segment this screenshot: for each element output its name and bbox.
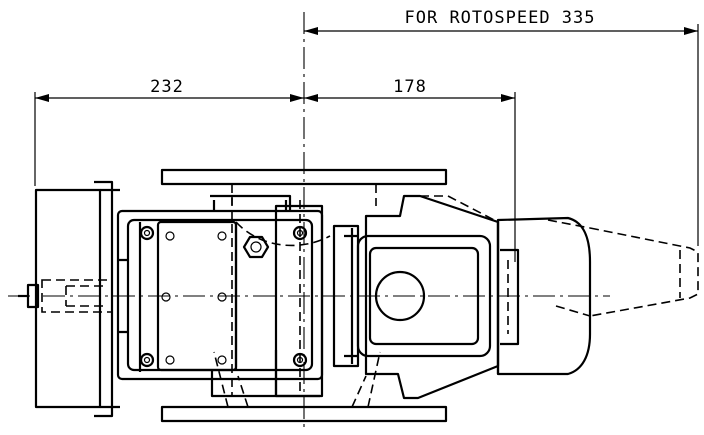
dimension-right: 178 xyxy=(304,77,516,262)
dimension-overall-label: FOR ROTOSPEED 335 xyxy=(405,8,596,28)
top-flange xyxy=(160,168,448,186)
shaft-icon xyxy=(18,279,113,313)
rotospeed-extension xyxy=(547,219,699,317)
drive-motor xyxy=(496,216,592,376)
dimension-overall: FOR ROTOSPEED 335 xyxy=(304,8,699,246)
dimension-left: 232 xyxy=(34,77,304,186)
motor-fan-cover xyxy=(34,180,120,418)
bottom-flange xyxy=(160,405,448,423)
hex-nut-icon xyxy=(242,235,270,259)
gearbox xyxy=(332,194,500,400)
dimension-right-label: 178 xyxy=(393,77,427,97)
valve-housing xyxy=(116,194,324,398)
output-shaft-circle xyxy=(374,270,426,322)
dimension-left-label: 232 xyxy=(150,77,184,97)
